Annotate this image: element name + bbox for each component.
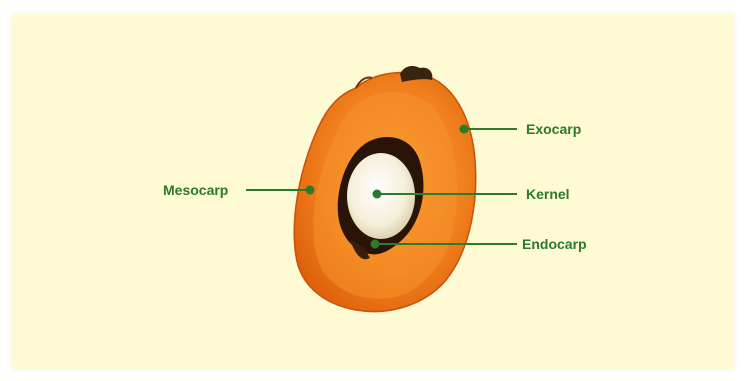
label-kernel: Kernel [526,186,570,202]
pointer-dot-mesocarp [306,186,315,195]
pointer-dot-endocarp [371,240,380,249]
label-exocarp: Exocarp [526,121,581,137]
label-mesocarp: Mesocarp [163,182,228,198]
label-endocarp: Endocarp [522,236,587,252]
pointer-dot-kernel [373,190,382,199]
pointer-dot-exocarp [460,125,469,134]
